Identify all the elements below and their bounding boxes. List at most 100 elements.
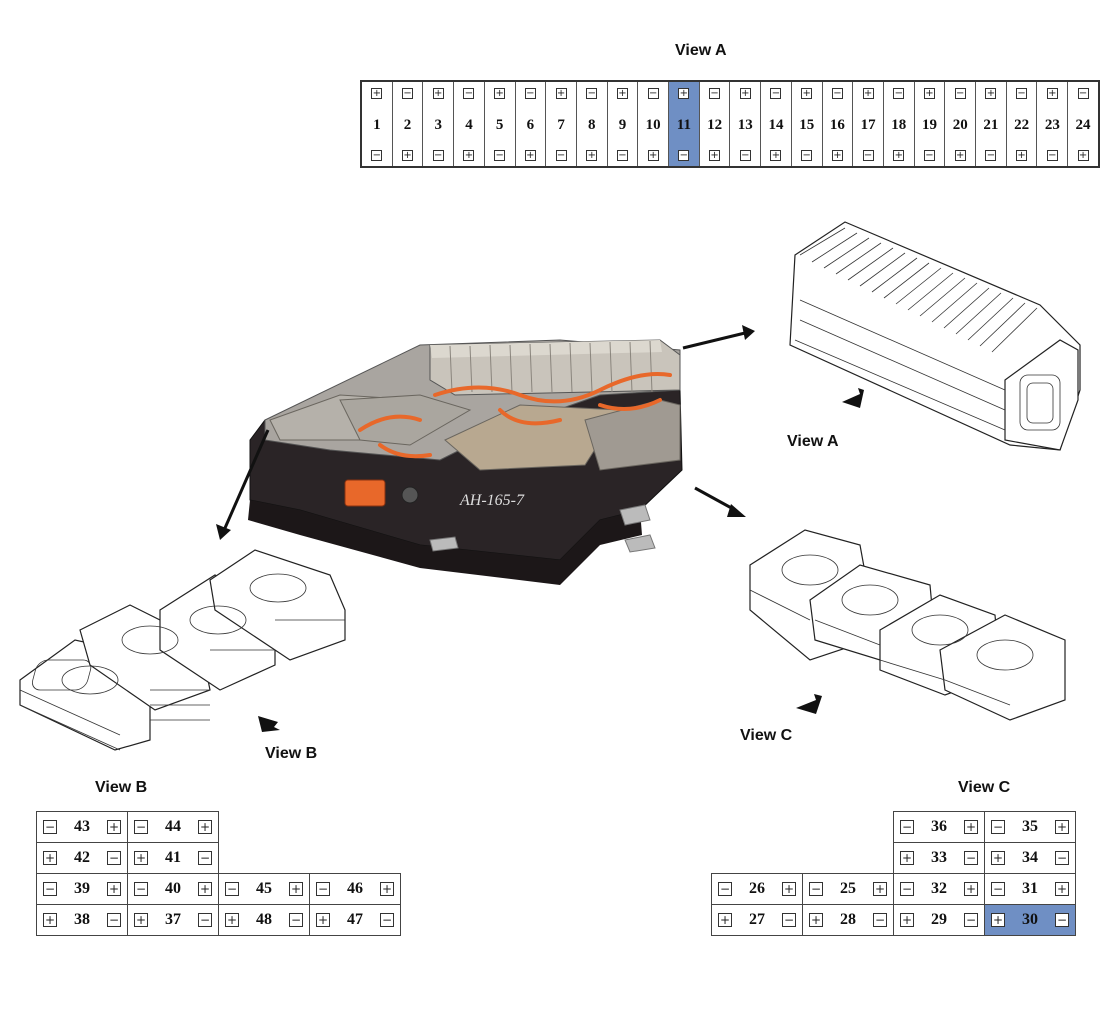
cell-number: 22 xyxy=(1014,116,1030,133)
positive-terminal-icon: + xyxy=(985,88,997,99)
module-cell: +29 − xyxy=(893,904,985,936)
module-cell: −44+ xyxy=(127,811,219,843)
cell-number: 26 xyxy=(749,880,765,897)
negative-terminal-icon: − xyxy=(1046,150,1058,161)
negative-terminal-icon: − xyxy=(1077,88,1089,99)
view-a-title: View A xyxy=(675,42,727,59)
cell-number: 3 xyxy=(434,116,443,133)
negative-terminal-icon: − xyxy=(862,150,874,161)
positive-terminal-icon: + xyxy=(43,850,57,865)
negative-terminal-icon: − xyxy=(316,881,330,896)
cell-number: 1 xyxy=(373,116,381,133)
negative-terminal-icon: − xyxy=(964,850,978,865)
negative-terminal-icon: − xyxy=(991,819,1005,834)
negative-terminal-icon: − xyxy=(964,912,978,927)
view-a-cell: +23− xyxy=(1037,82,1069,166)
positive-terminal-icon: + xyxy=(316,912,330,927)
cell-number: 44 xyxy=(165,818,181,835)
cell-number: 41 xyxy=(165,849,181,866)
cell-row: −36+−35+ xyxy=(893,811,1076,843)
view-a-cell: +11− xyxy=(669,82,700,166)
module-cell: −25+ xyxy=(802,873,894,905)
view-a-cell: +15− xyxy=(792,82,823,166)
cell-row: −39+−40+−45+−46+ xyxy=(36,873,401,905)
negative-terminal-icon: − xyxy=(924,150,935,161)
view-a-cell: +3− xyxy=(423,82,455,166)
cell-number: 40 xyxy=(165,880,181,897)
negative-terminal-icon: − xyxy=(555,150,567,161)
positive-terminal-icon: + xyxy=(954,150,966,161)
view-a-cell: −24+ xyxy=(1068,82,1098,166)
positive-terminal-icon: + xyxy=(900,912,914,927)
positive-terminal-icon: + xyxy=(709,150,721,161)
positive-terminal-icon: + xyxy=(1046,88,1058,99)
negative-terminal-icon: − xyxy=(586,88,598,99)
view-a-cell: −10+ xyxy=(638,82,670,166)
module-cell: +42− xyxy=(36,842,128,874)
negative-terminal-icon: − xyxy=(289,912,303,927)
view-a-cell: −14+ xyxy=(761,82,792,166)
negative-terminal-icon: − xyxy=(107,912,121,927)
negative-terminal-icon: − xyxy=(616,150,628,161)
cell-number: 19 xyxy=(922,116,937,133)
negative-terminal-icon: − xyxy=(991,881,1005,896)
positive-terminal-icon: + xyxy=(1055,819,1069,834)
view-a-cell: −4+ xyxy=(454,82,485,166)
positive-terminal-icon: + xyxy=(43,912,57,927)
pack-marking: AH-165-7 xyxy=(459,492,525,509)
positive-terminal-icon: + xyxy=(402,150,414,161)
cell-number: 42 xyxy=(74,849,90,866)
positive-terminal-icon: + xyxy=(494,88,506,99)
view-a-cell: +13− xyxy=(730,82,762,166)
view-a-cell: −2+ xyxy=(393,82,424,166)
positive-terminal-icon: + xyxy=(809,912,823,927)
positive-terminal-icon: + xyxy=(991,850,1005,865)
cell-number: 7 xyxy=(557,116,565,133)
negative-terminal-icon: − xyxy=(198,912,212,927)
negative-terminal-icon: − xyxy=(985,150,997,161)
negative-terminal-icon: − xyxy=(402,88,414,99)
positive-terminal-icon: + xyxy=(964,881,978,896)
module-cell: +27− xyxy=(711,904,803,936)
battery-pack-image: AH-165-7 xyxy=(248,339,683,585)
cell-number: 29 xyxy=(931,911,947,928)
negative-terminal-icon: − xyxy=(380,912,394,927)
positive-terminal-icon: + xyxy=(924,88,935,99)
negative-terminal-icon: − xyxy=(718,881,732,896)
negative-terminal-icon: − xyxy=(893,88,905,99)
module-cell: +37− xyxy=(127,904,219,936)
positive-terminal-icon: + xyxy=(1055,881,1069,896)
negative-terminal-icon: − xyxy=(371,150,383,161)
module-cell: −43+ xyxy=(36,811,128,843)
view-a-cell: +17− xyxy=(853,82,884,166)
module-cell: +28− xyxy=(802,904,894,936)
view-a-cell: +21 − xyxy=(976,82,1007,166)
positive-terminal-icon: + xyxy=(678,88,690,99)
module-cell: −40+ xyxy=(127,873,219,905)
arrow-to-view-b xyxy=(216,429,270,540)
positive-terminal-icon: + xyxy=(586,150,598,161)
negative-terminal-icon: − xyxy=(134,881,148,896)
module-cell: −35+ xyxy=(984,811,1076,843)
negative-terminal-icon: − xyxy=(432,150,444,161)
cell-row: +33−+34− xyxy=(893,842,1076,874)
cell-number: 46 xyxy=(347,880,363,897)
module-cell: −31+ xyxy=(984,873,1076,905)
cell-number: 25 xyxy=(840,880,856,897)
module-cell: +38− xyxy=(36,904,128,936)
view-a-cell: +7 − xyxy=(546,82,577,166)
positive-terminal-icon: + xyxy=(991,912,1005,927)
negative-terminal-icon: − xyxy=(494,150,506,161)
view-c-caption: View C xyxy=(740,727,793,744)
module-cell: −46+ xyxy=(309,873,401,905)
module-cell: −32+ xyxy=(893,873,985,905)
cell-number: 21 xyxy=(983,116,999,133)
cell-number: 8 xyxy=(588,116,596,133)
view-a-module-drawing xyxy=(789,221,1081,451)
cell-number: 9 xyxy=(618,116,627,133)
positive-terminal-icon: + xyxy=(782,881,796,896)
positive-terminal-icon: + xyxy=(555,88,567,99)
negative-terminal-icon: − xyxy=(198,850,212,865)
cell-number: 45 xyxy=(256,880,272,897)
negative-terminal-icon: − xyxy=(43,819,57,834)
